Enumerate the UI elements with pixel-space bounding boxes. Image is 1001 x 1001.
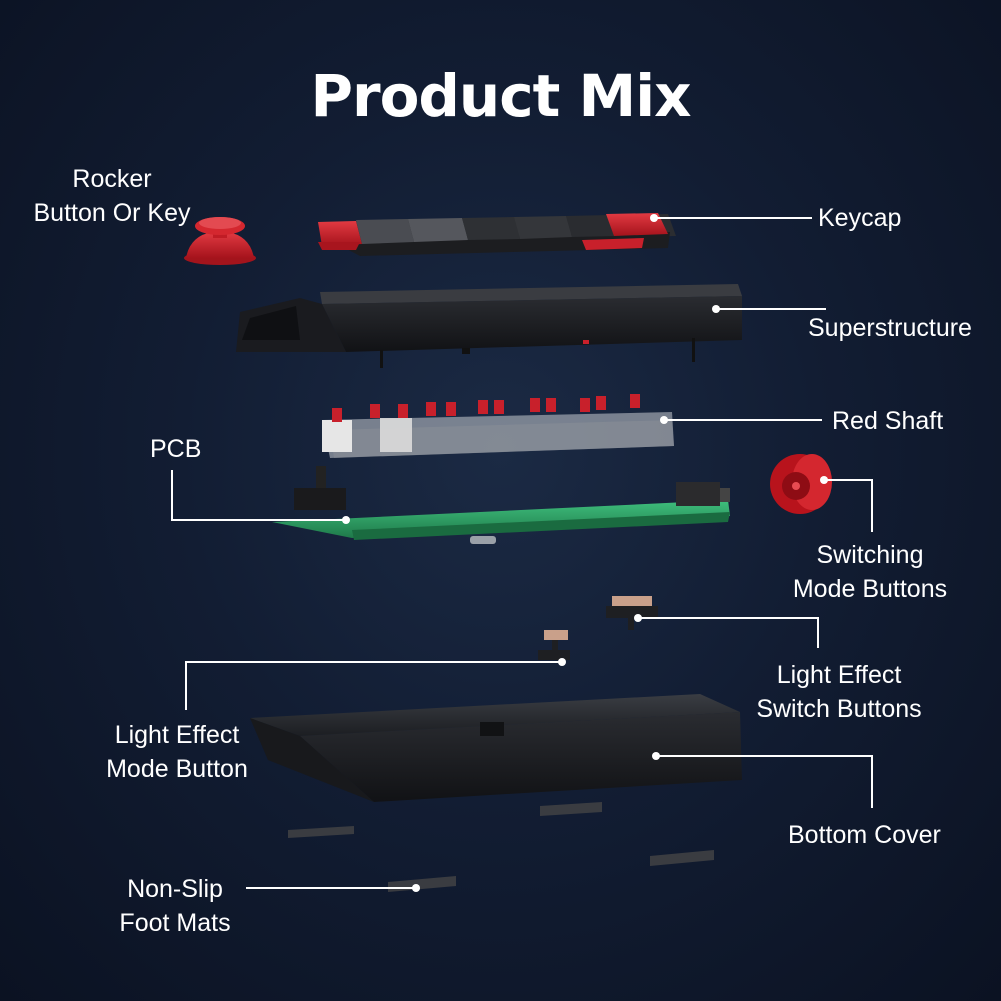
bottom-cover [250,694,742,802]
label-keycap: Keycap [818,204,902,232]
red-shaft-switches [322,394,674,458]
label-rocker-line1: Rocker [72,165,152,193]
label-light-effect-mode-line2: Mode Button [106,755,248,783]
label-switching-mode-line2: Mode Buttons [792,575,948,603]
rocker-button [184,217,256,265]
pcb-board [272,466,730,544]
page-title: Product Mix [310,62,691,130]
light-effect-switch-part [606,596,658,630]
keycap-row [318,213,676,256]
label-rocker-line2: Button Or Key [33,199,191,227]
label-bottom-cover: Bottom Cover [788,821,941,849]
label-light-effect-mode-line1: Light Effect [114,721,240,749]
label-rocker: Rocker Button Or Key [18,162,206,230]
label-light-effect-mode: Light Effect Mode Button [94,718,260,786]
label-foot-mats-line2: Foot Mats [119,909,231,937]
leader-dots [342,214,828,892]
label-red-shaft: Red Shaft [832,407,944,435]
label-foot-mats-line1: Non-Slip [127,875,223,903]
foot-mats [288,802,714,892]
superstructure [236,284,742,368]
label-light-effect-switch-line2: Switch Buttons [756,695,922,723]
switching-mode-knob [770,454,832,514]
label-superstructure: Superstructure [808,314,972,342]
label-light-effect-switch-line1: Light Effect [776,661,902,689]
label-light-effect-switch: Light Effect Switch Buttons [746,658,932,726]
light-effect-mode-part [538,630,570,660]
label-switching-mode-line1: Switching [816,541,924,569]
leader-lines [171,217,873,889]
label-foot-mats: Non-Slip Foot Mats [108,872,242,940]
label-switching-mode: Switching Mode Buttons [780,538,960,606]
label-pcb: PCB [150,435,202,463]
